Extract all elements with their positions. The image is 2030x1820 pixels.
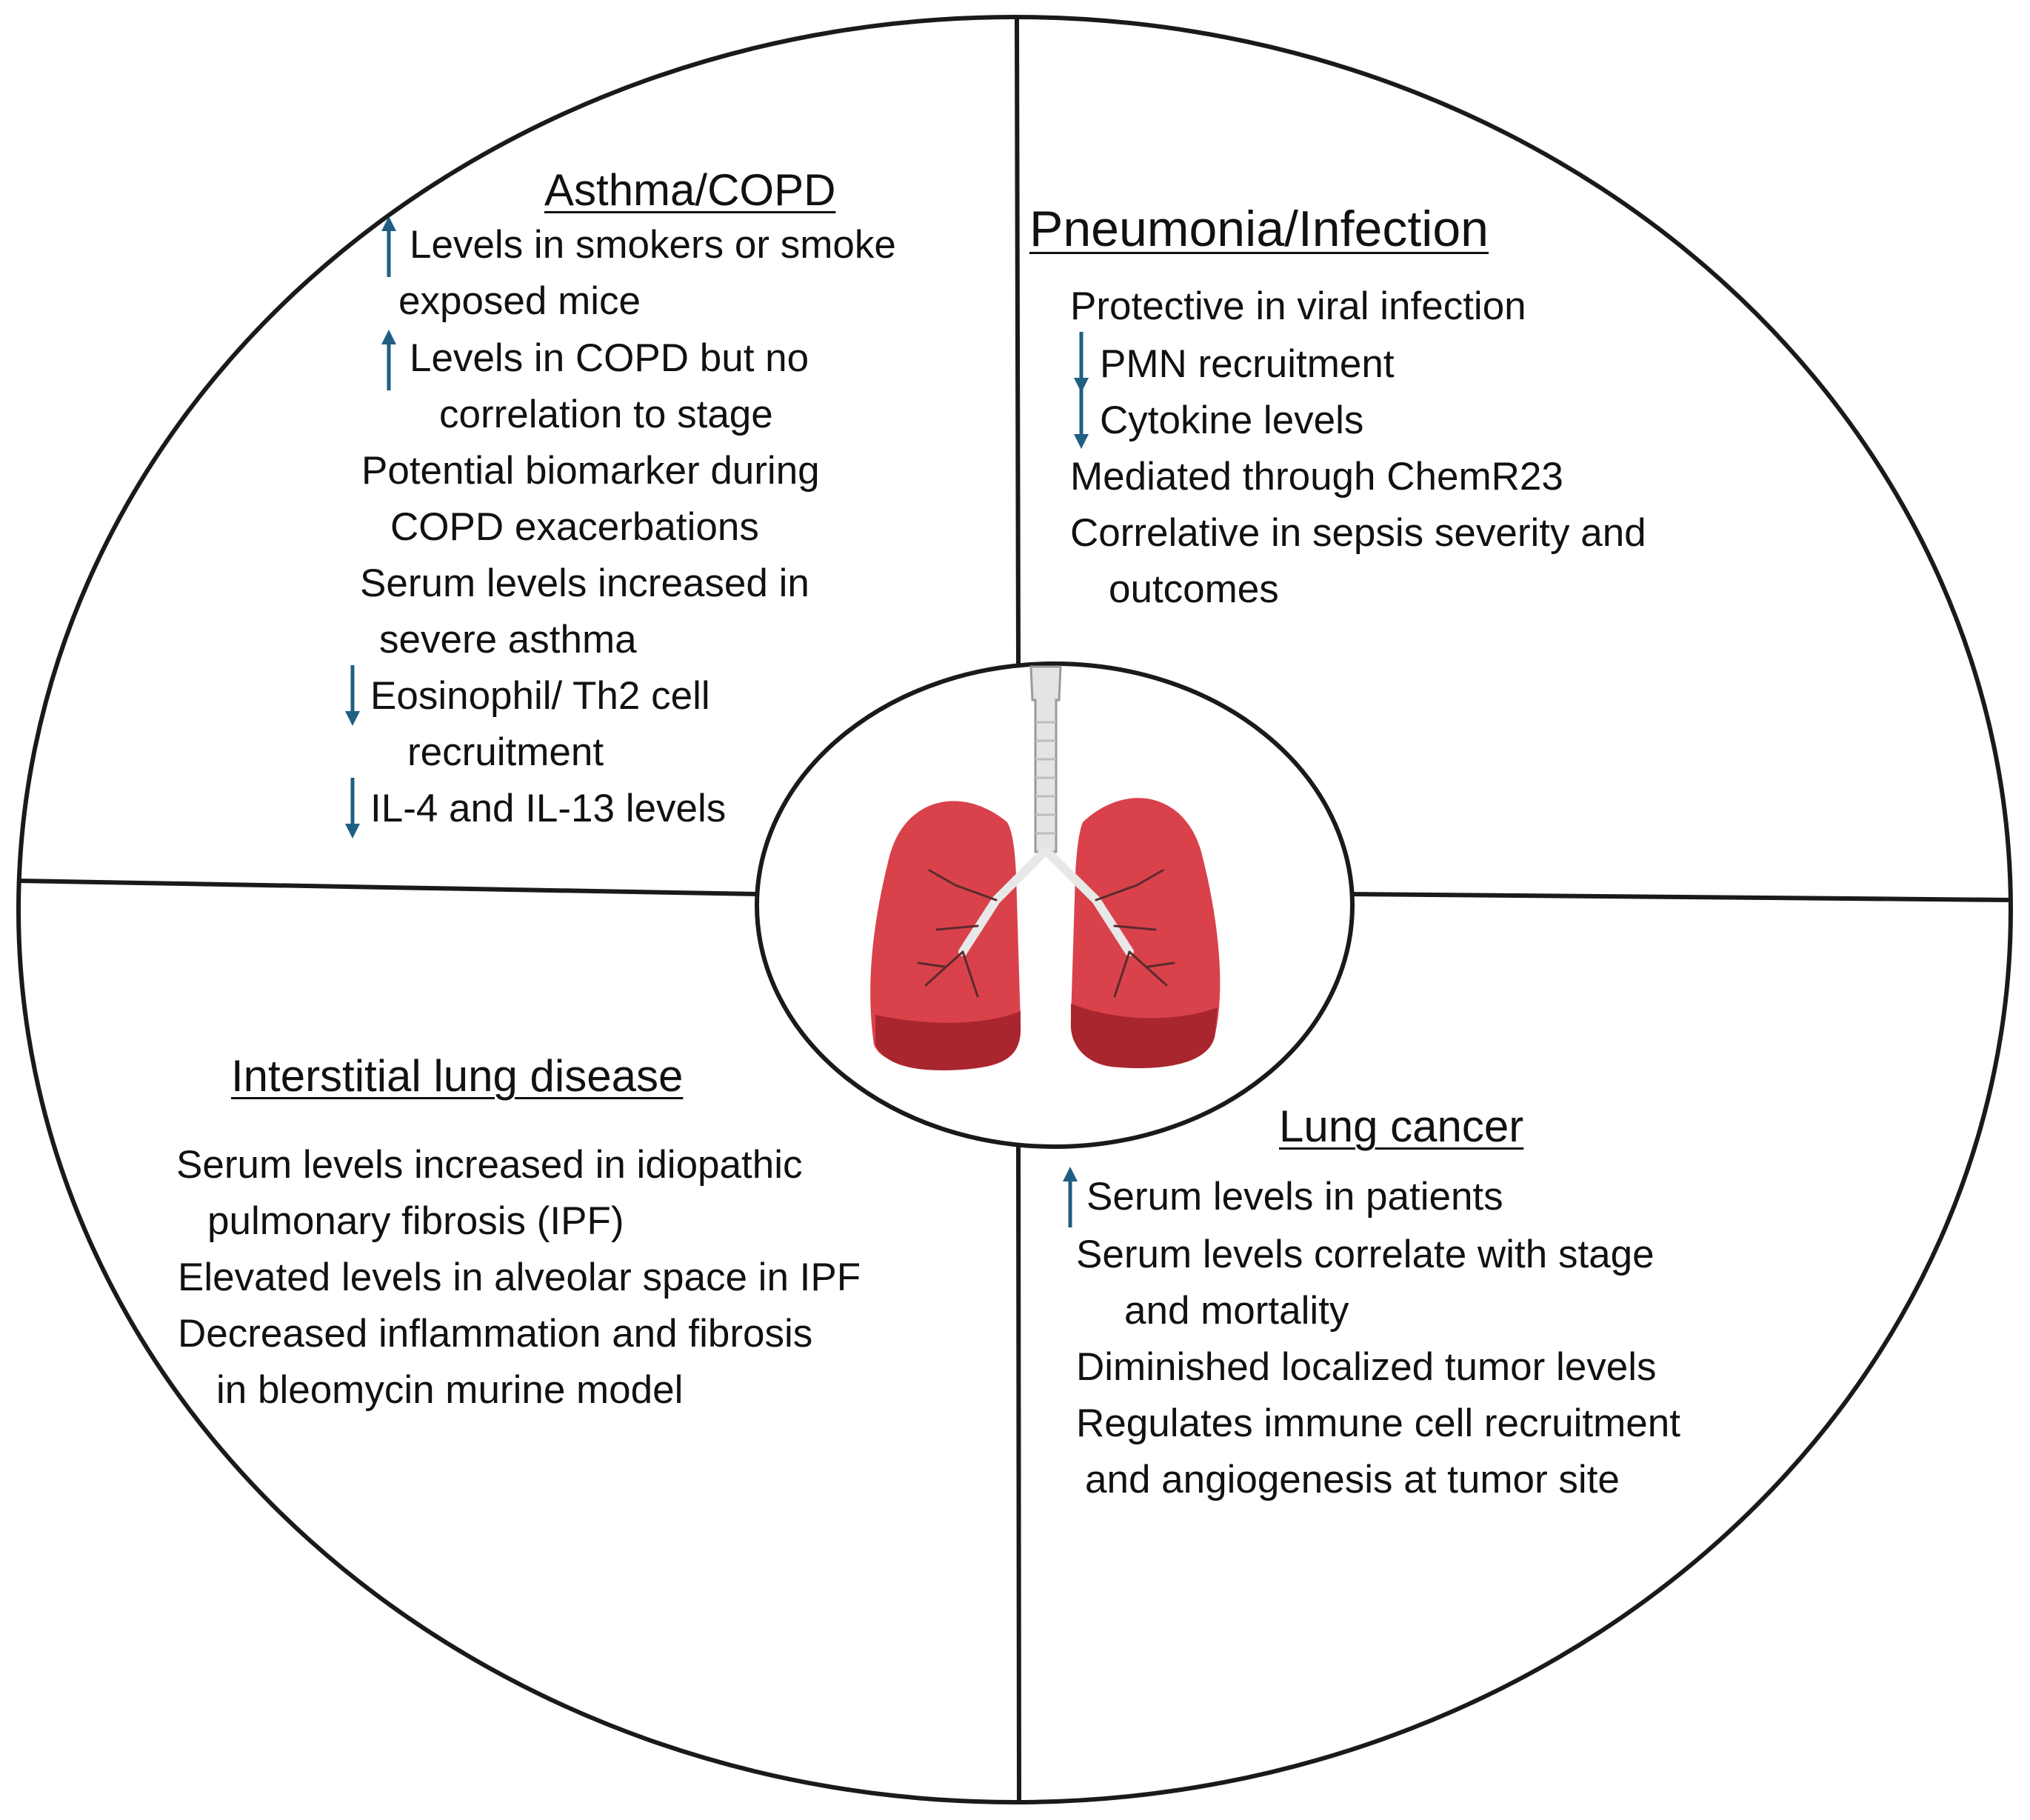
left-lung-base (875, 1011, 1021, 1070)
divider-vertical-top (1015, 18, 1021, 664)
pneumonia-line-5: Correlative in sepsis severity and (1070, 511, 1646, 555)
cancer-line-3: and mortality (1124, 1289, 1349, 1333)
up-arrow-icon (381, 330, 396, 390)
ild-line-5: in bleomycin murine model (216, 1368, 684, 1412)
asthma-line-5: Potential biomarker during (361, 449, 820, 493)
asthma-line-10: recruitment (407, 730, 604, 774)
divider-horizontal-right (1347, 892, 2012, 902)
asthma-line-11: IL-4 and IL-13 levels (370, 787, 727, 830)
cancer-line-4: Diminished localized tumor levels (1076, 1345, 1657, 1389)
cancer-line-2: Serum levels correlate with stage (1076, 1233, 1655, 1276)
left-lung (870, 801, 1021, 1070)
asthma-line-7: Serum levels increased in (360, 561, 809, 605)
divider-vertical-bottom (1016, 1144, 1021, 1802)
outer-circle (16, 15, 2013, 1804)
right-lung-base (1070, 1004, 1218, 1068)
asthma-line-3: Levels in COPD but no (410, 336, 809, 380)
ild-line-4: Decreased inflammation and fibrosis (178, 1312, 813, 1356)
right-lung (1070, 798, 1221, 1067)
lungs-icon (870, 665, 1221, 1070)
up-arrow-icon (381, 216, 396, 277)
down-arrow-icon (345, 665, 360, 726)
asthma-line-9: Eosinophil/ Th2 cell (370, 674, 710, 718)
lung-cancer-heading: Lung cancer (1279, 1101, 1524, 1151)
pneumonia-line-2: PMN recruitment (1100, 342, 1395, 386)
asthma-line-6: COPD exacerbations (390, 505, 759, 549)
divider-horizontal-left (18, 879, 758, 896)
down-arrow-icon (1074, 388, 1089, 449)
asthma-line-4: correlation to stage (439, 393, 773, 436)
up-arrow-icon (1063, 1167, 1078, 1227)
asthma-line-8: severe asthma (379, 618, 637, 661)
cancer-line-6: and angiogenesis at tumor site (1085, 1458, 1620, 1501)
ild-line-2: pulmonary fibrosis (IPF) (207, 1199, 624, 1243)
pneumonia-line-4: Mediated through ChemR23 (1070, 455, 1563, 499)
pneumonia-infection-heading: Pneumonia/Infection (1029, 201, 1489, 257)
down-arrow-icon (1074, 332, 1089, 393)
asthma-line-2: exposed mice (398, 279, 641, 323)
down-arrow-icon (345, 778, 360, 839)
ild-line-3: Elevated levels in alveolar space in IPF (178, 1256, 861, 1299)
pneumonia-line-6: outcomes (1109, 567, 1279, 611)
asthma-copd-heading: Asthma/COPD (544, 165, 836, 215)
pneumonia-line-1: Protective in viral infection (1070, 284, 1526, 328)
asthma-line-1: Levels in smokers or smoke (410, 223, 896, 267)
ild-line-1: Serum levels increased in idiopathic (176, 1143, 803, 1187)
interstitial-lung-disease-heading: Interstitial lung disease (231, 1051, 684, 1101)
cancer-line-5: Regulates immune cell recruitment (1076, 1401, 1680, 1445)
cancer-line-1: Serum levels in patients (1086, 1175, 1503, 1219)
pneumonia-line-3: Cytokine levels (1100, 399, 1364, 442)
